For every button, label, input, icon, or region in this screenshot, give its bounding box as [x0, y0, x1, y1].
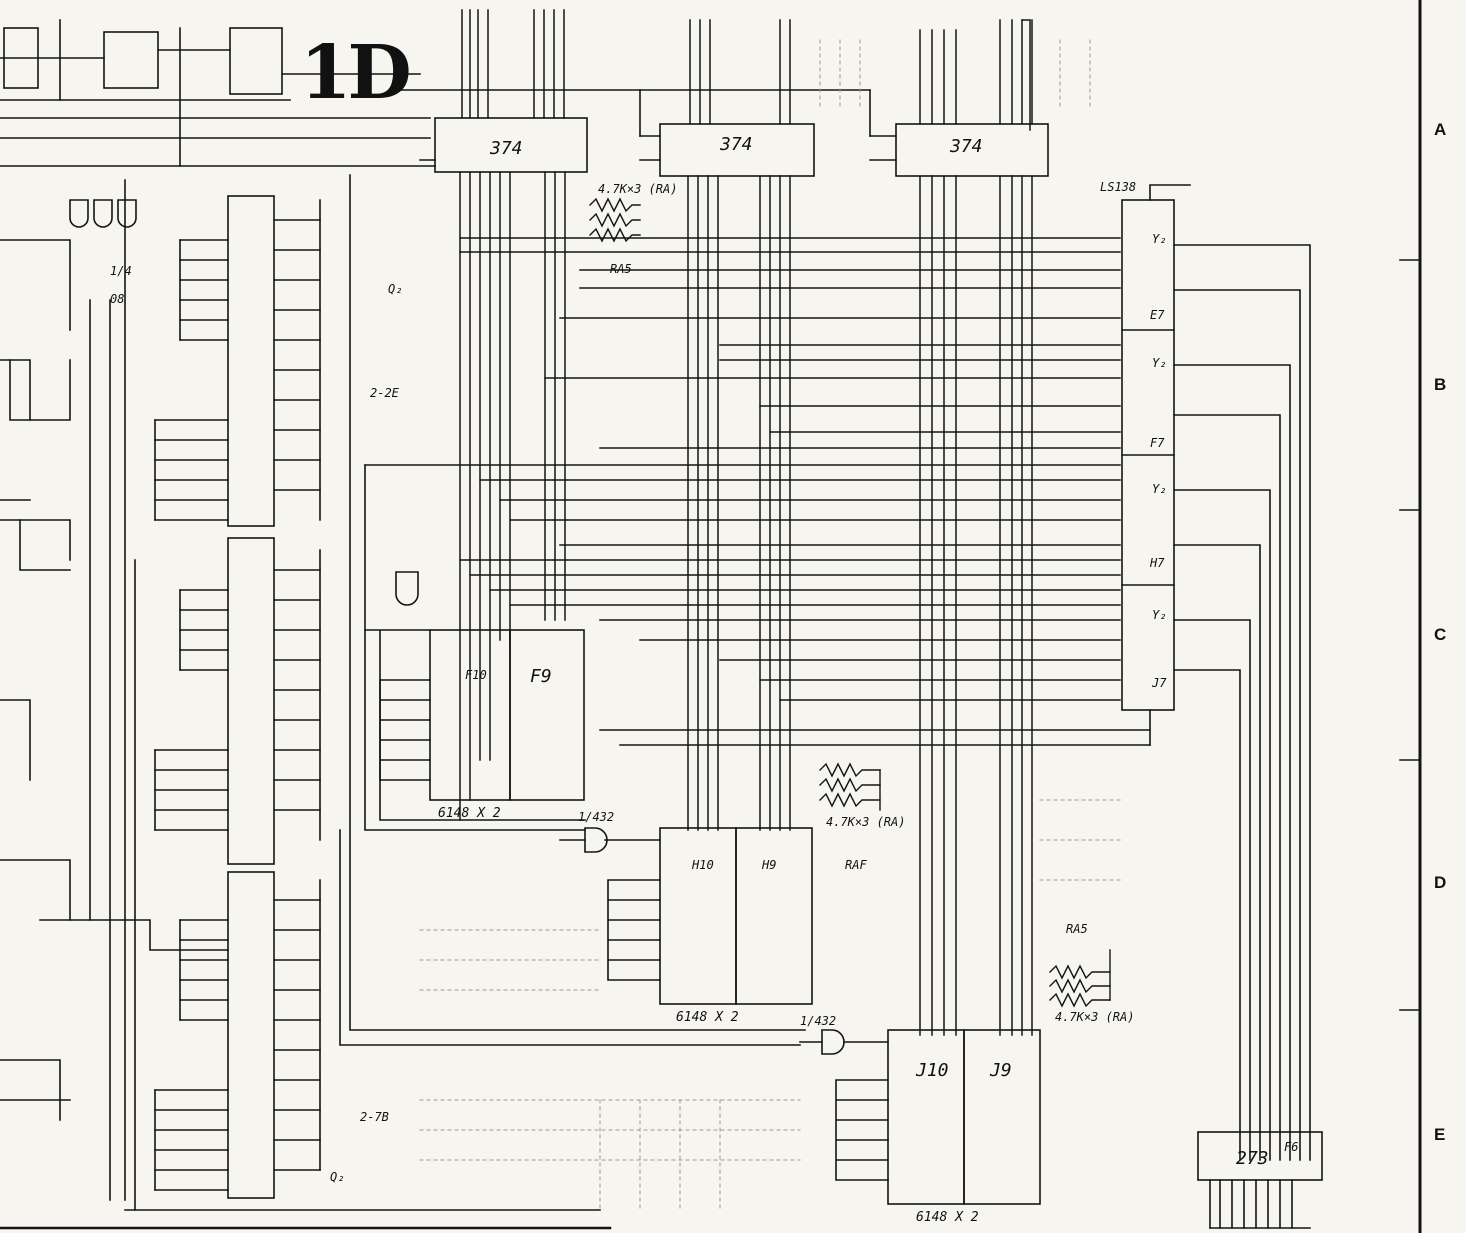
decoder-ref-f7: F7 — [1150, 436, 1165, 450]
net-label-2-2e: 2-2E — [370, 386, 399, 400]
zone-letter-b: B — [1434, 375, 1447, 394]
decoder-part-label: LS138 — [1100, 180, 1137, 194]
zone-letter-e: E — [1434, 1125, 1446, 1144]
zone-letter-d: D — [1434, 873, 1447, 892]
frame-border — [0, 0, 1422, 1233]
decoder-ref-e7: E7 — [1150, 308, 1165, 322]
resistor-label-1: 4.7K×3 (RA) — [598, 182, 678, 196]
net-label-432-b: 1/432 — [800, 1014, 837, 1028]
ram-j9-label: J9 — [990, 1060, 1012, 1081]
ram-j-type: 6148 X 2 — [916, 1210, 979, 1225]
net-label-q2-b: Q₂ — [330, 1170, 345, 1184]
net-label-quarter: 1/4 — [110, 264, 132, 278]
decoder-ref-h7: H7 — [1150, 556, 1165, 570]
decoder-ref-j7: J7 — [1152, 676, 1167, 690]
net-label-raf: RAF — [845, 858, 867, 872]
latch-label-1: 374 — [490, 138, 523, 159]
decoder-output-1: Y₂ — [1152, 232, 1167, 246]
ram-h9-label: H9 — [762, 858, 777, 872]
ram-f10-label: F10 — [465, 668, 487, 682]
flip-flops-top-left — [0, 19, 431, 167]
address-chips-left — [154, 195, 321, 1199]
zone-letter-c: C — [1434, 625, 1447, 644]
decoder-output-2: Y₂ — [1152, 356, 1167, 370]
logic-gates — [69, 174, 889, 1055]
latch-label-3: 374 — [950, 136, 983, 157]
ram-h10-label: H10 — [692, 858, 714, 872]
background-traces — [419, 39, 1121, 1211]
net-label-432-a: 1/432 — [578, 810, 615, 824]
ram-f9-label: F9 — [530, 666, 552, 687]
net-label-q2-a: Q₂ — [388, 282, 403, 296]
net-label-08: 08 — [110, 292, 125, 306]
decoder-output-4: Y₂ — [1152, 608, 1167, 622]
resistor-label-2: 4.7K×3 (RA) — [826, 815, 906, 829]
output-latch-ref: F6 — [1284, 1140, 1299, 1154]
ram-j10-label: J10 — [916, 1060, 949, 1081]
decoder-output-3: Y₂ — [1152, 482, 1167, 496]
latch-374-group — [0, 89, 1049, 177]
ram-f-type: 6148 X 2 — [438, 806, 501, 821]
latch-273-f6 — [1197, 1131, 1323, 1229]
resistor-packs — [589, 197, 1111, 1008]
ram-chips — [364, 629, 1041, 1205]
latch-label-2: 374 — [720, 134, 753, 155]
output-latch-part: 273 — [1236, 1148, 1269, 1169]
net-label-2-7b: 2-7B — [360, 1110, 389, 1124]
data-bus-verticals — [459, 9, 1033, 1036]
net-label-ra5-a: RA5 — [610, 262, 632, 276]
decoder-ls138 — [1121, 184, 1311, 1161]
decoder-feed-lines — [364, 237, 1151, 746]
sheet-mark: 1D — [300, 30, 412, 116]
ram-h-type: 6148 X 2 — [676, 1010, 739, 1025]
net-label-ra5-b: RA5 — [1066, 922, 1088, 936]
left-edge-fragments — [0, 179, 601, 1211]
zone-letter-a: A — [1434, 120, 1447, 139]
resistor-label-3: 4.7K×3 (RA) — [1055, 1010, 1135, 1024]
